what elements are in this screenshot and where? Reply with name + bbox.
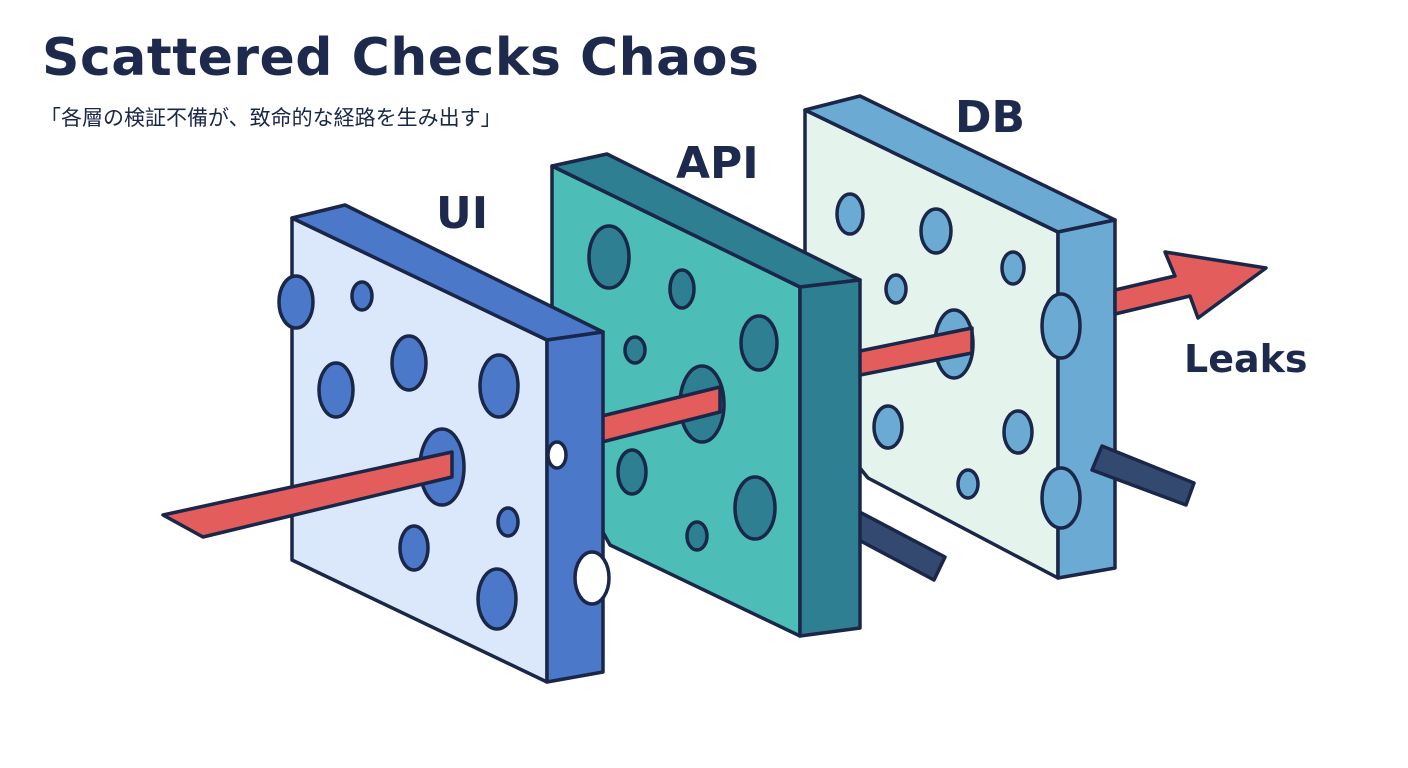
ui-layer (277, 203, 611, 684)
db-layer-holes (835, 192, 1082, 530)
red-arrow-segment-1 (161, 450, 454, 539)
api-layer-side-face (798, 278, 862, 638)
ui-layer-holes (277, 274, 611, 631)
diagram-subtitle: 「各層の検証不備が、致命的な経路を生み出す」 (40, 106, 502, 130)
db-layer-label: DB (955, 92, 1025, 143)
api-layer-label: API (676, 138, 759, 189)
red-arrow-segment-4 (1113, 250, 1268, 320)
dark-arrow-db (1090, 444, 1196, 507)
diagram-title: Scattered Checks Chaos (42, 28, 760, 88)
leaks-label: Leaks (1184, 337, 1308, 381)
ui-layer-label: UI (436, 188, 488, 239)
ui-layer-side-face (545, 330, 605, 684)
